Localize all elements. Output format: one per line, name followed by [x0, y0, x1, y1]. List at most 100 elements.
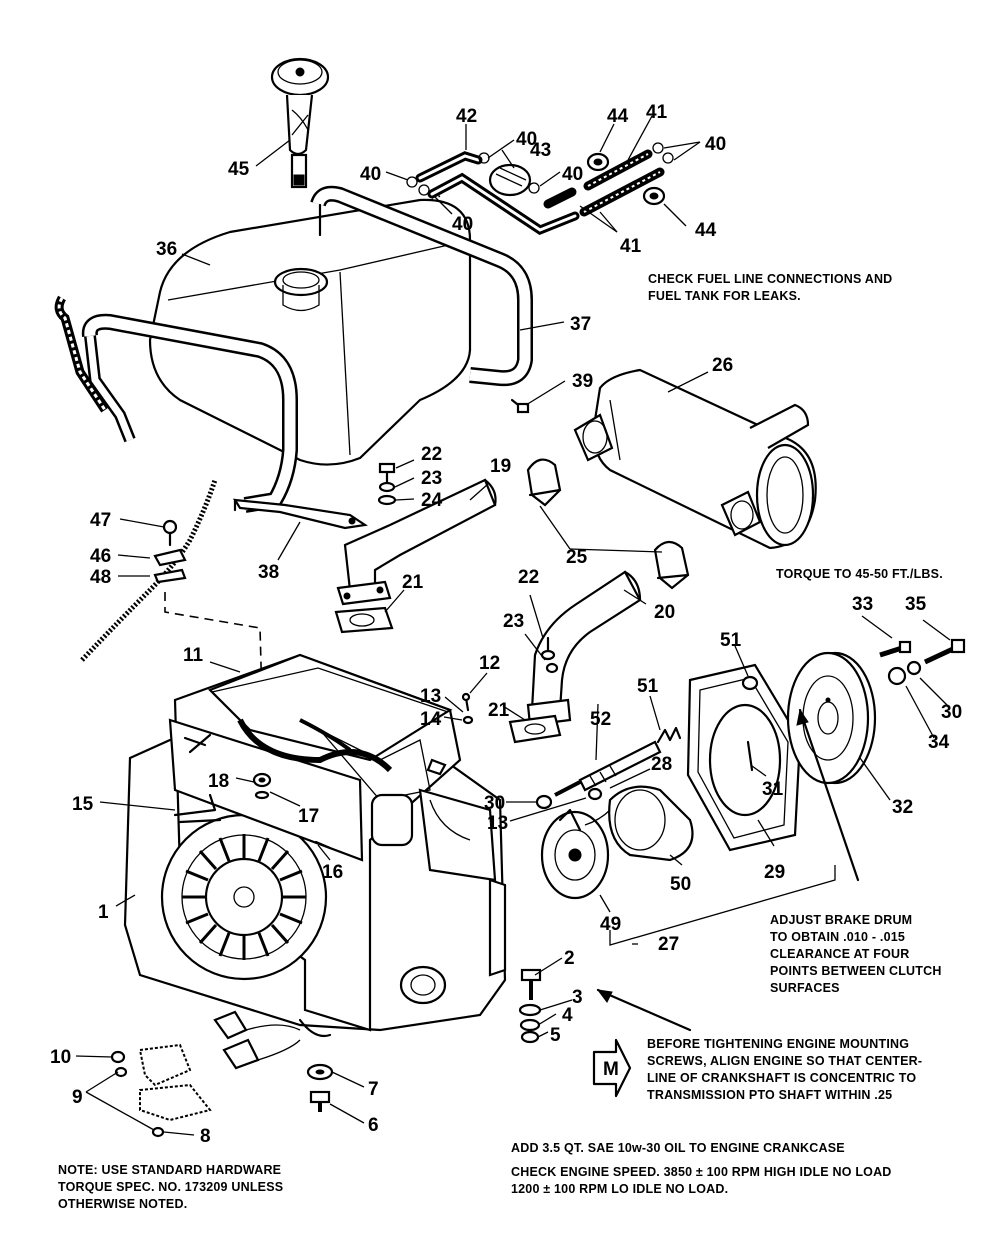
part-number: 51 [637, 676, 659, 697]
part-number: 44 [607, 106, 629, 127]
part-number: 29 [764, 862, 785, 883]
note-line: TO OBTAIN .010 - .015 [770, 930, 906, 944]
note-line: SURFACES [770, 981, 840, 995]
part-number: 30 [484, 793, 505, 814]
part-number: 41 [620, 236, 642, 257]
note-engine-alignment: BEFORE TIGHTENING ENGINE MOUNTING SCREWS… [647, 1036, 922, 1104]
note-line: BEFORE TIGHTENING ENGINE MOUNTING [647, 1037, 910, 1051]
tank-strap-front-part [54, 295, 298, 513]
part-number: 40 [360, 164, 381, 185]
part-number: 20 [654, 602, 675, 623]
note-line: NOTE: USE STANDARD HARDWARE [58, 1163, 282, 1177]
exhaust-pipe-19-part [336, 478, 497, 606]
gasket-21b-part [508, 714, 562, 744]
part-number: 9 [72, 1087, 83, 1108]
part-number: 31 [762, 779, 784, 800]
note-line: 1200 ± 100 RPM LO IDLE NO LOAD. [511, 1182, 729, 1196]
note-line: CHECK ENGINE SPEED. 3850 ± 100 RPM HIGH … [511, 1165, 892, 1179]
note-torque: TORQUE TO 45-50 FT./LBS. [776, 566, 943, 583]
muffler-part [573, 368, 817, 550]
exhaust-pipe-20-part [526, 570, 642, 727]
note-line: OTHERWISE NOTED. [58, 1197, 188, 1211]
bolt-22-23-24-part [377, 462, 397, 506]
part-number: 23 [503, 611, 524, 632]
part-number: 40 [562, 164, 583, 185]
part-number: 41 [646, 102, 668, 123]
note-line: SCREWS, ALIGN ENGINE SO THAT CENTER- [647, 1054, 923, 1068]
part-number: 1 [98, 902, 109, 923]
note-adjust-brake-drum: ADJUST BRAKE DRUM TO OBTAIN .010 - .015 … [770, 912, 942, 997]
engine-block-part [123, 653, 507, 1038]
note-line: TORQUE TO 45-50 FT./LBS. [776, 567, 943, 581]
part-number: 47 [90, 510, 111, 531]
note-standard-hardware: NOTE: USE STANDARD HARDWARE TORQUE SPEC.… [58, 1162, 283, 1213]
note-line: TORQUE SPEC. NO. 173209 UNLESS [58, 1180, 284, 1194]
part-number: 50 [670, 874, 691, 895]
note-line: FUEL TANK FOR LEAKS. [648, 289, 801, 303]
part-number: 19 [490, 456, 511, 477]
part-number: 18 [208, 771, 229, 792]
leader-lines [75, 115, 951, 1136]
shaft-52-part [554, 740, 662, 797]
part-number: 25 [566, 547, 588, 568]
part-number: 17 [298, 806, 319, 827]
part-number: 3 [572, 987, 583, 1008]
fuel-line-assembly [329, 142, 674, 249]
part-number: 15 [72, 794, 94, 815]
screw-39-part [510, 398, 530, 414]
washer-30-13-part [535, 787, 603, 810]
part-number: 10 [50, 1047, 71, 1068]
part-number: 32 [892, 797, 913, 818]
part-number-labels: 45 42 40 43 40 44 41 40 40 40 44 41 36 3… [50, 102, 962, 1147]
part-number: 52 [590, 709, 611, 730]
part-number: 42 [456, 106, 477, 127]
part-number: 22 [518, 567, 539, 588]
part-number: 28 [651, 754, 672, 775]
clutch-49-part [540, 808, 611, 900]
part-number: 48 [90, 567, 111, 588]
part-number: 8 [200, 1126, 211, 1147]
part-number: 37 [570, 314, 591, 335]
part-number: 23 [421, 468, 442, 489]
note-line: ADJUST BRAKE DRUM [770, 913, 913, 927]
part-number: 36 [156, 239, 177, 260]
part-number: 40 [452, 214, 473, 235]
note-line: POINTS BETWEEN CLUTCH [770, 964, 942, 978]
part-number: 39 [572, 371, 593, 392]
m-symbol-arrow: M [592, 1038, 632, 1098]
note-engine-speed: CHECK ENGINE SPEED. 3850 ± 100 RPM HIGH … [511, 1164, 892, 1198]
pulley-32-part [786, 651, 877, 785]
callout-arrows [596, 708, 860, 1032]
part-number: 13 [487, 813, 508, 834]
part-number: 33 [852, 594, 873, 615]
part-number: 35 [905, 594, 927, 615]
part-number: 21 [402, 572, 424, 593]
throttle-cable-part [80, 479, 263, 701]
brake-plate-29-part [686, 663, 802, 852]
part-number: 43 [530, 140, 551, 161]
note-check-fuel-lines: CHECK FUEL LINE CONNECTIONS AND FUEL TAN… [648, 271, 892, 305]
part-number: 13 [420, 686, 441, 707]
part-number: 4 [562, 1005, 573, 1026]
bolts-33-35-part [879, 638, 966, 686]
part-number: 30 [941, 702, 962, 723]
part-number: 2 [564, 948, 575, 969]
part-number: 40 [705, 134, 726, 155]
clutch-drum-50-part [608, 785, 694, 862]
part-number: 24 [421, 490, 443, 511]
part-number: 21 [488, 700, 510, 721]
note-line: TRANSMISSION PTO SHAFT WITHIN .25 [647, 1088, 893, 1102]
part-number: 40 [516, 129, 537, 150]
note-line: CLEARANCE AT FOUR [770, 947, 910, 961]
part-number: 12 [479, 653, 500, 674]
part-number: 5 [550, 1025, 561, 1046]
part-number: 26 [712, 355, 733, 376]
note-add-oil: ADD 3.5 QT. SAE 10w-30 OIL TO ENGINE CRA… [511, 1140, 845, 1157]
tank-strap-rear-part [310, 185, 533, 387]
part-number: 14 [420, 709, 442, 730]
note-line: ADD 3.5 QT. SAE 10w-30 OIL TO ENGINE CRA… [511, 1141, 845, 1155]
part-number: 38 [258, 562, 279, 583]
note-line: LINE OF CRANKSHAFT IS CONCENTRIC TO [647, 1071, 917, 1085]
m-symbol-label: M [603, 1059, 619, 1080]
